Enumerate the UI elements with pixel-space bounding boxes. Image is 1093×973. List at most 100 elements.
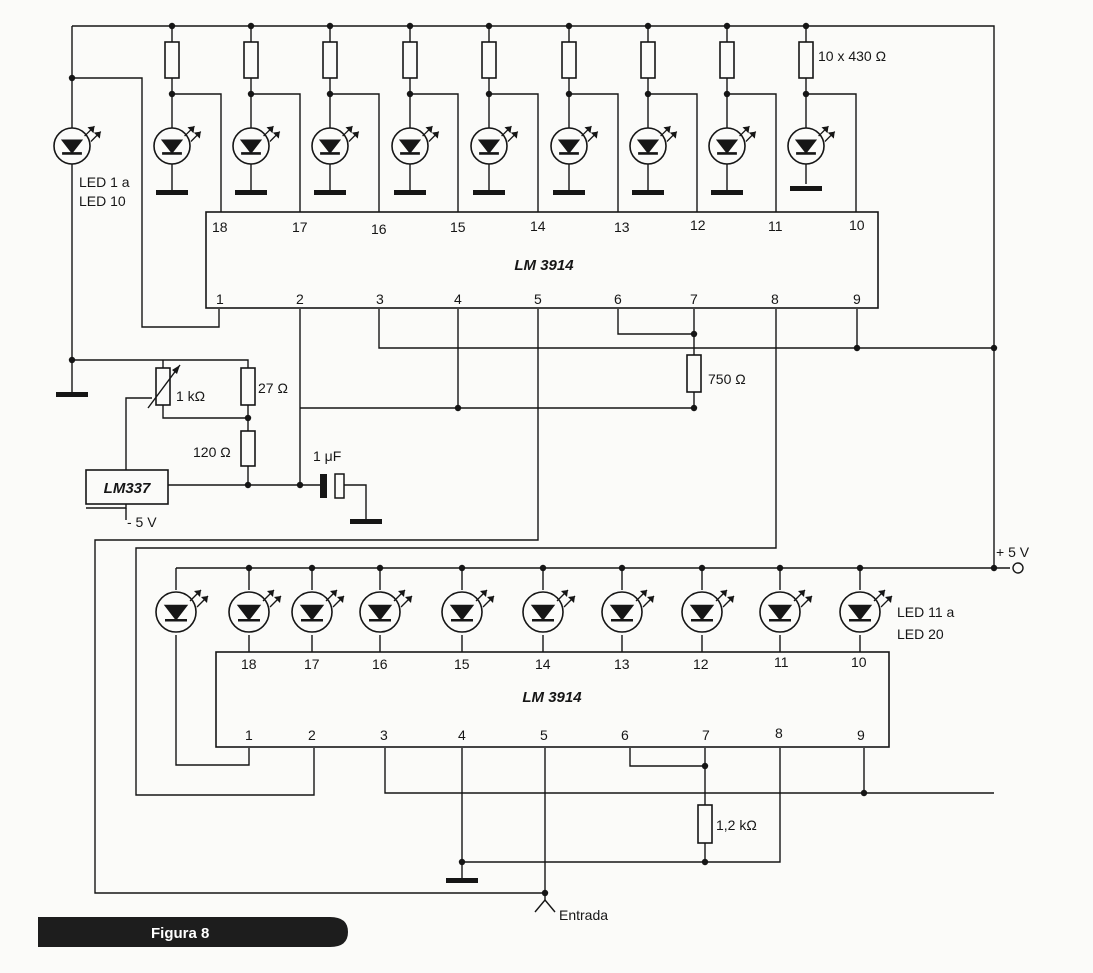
junction-dot [406,90,414,98]
supply-terminal-icon [1012,562,1024,574]
resistor-750-icon [686,354,702,393]
led-icon [311,125,360,165]
ic-top-pin-label: 17 [292,219,308,235]
ground-icon [446,878,478,883]
junction-dot [326,22,334,30]
resistor-27-icon [240,367,256,406]
junction-dot [68,74,76,82]
ground-icon [632,190,664,195]
junction-dot [308,564,316,572]
ic-bottom-pin-label: 8 [775,725,783,741]
ground-symbols [56,186,822,883]
ic-bottom-pin-label: 1 [245,727,253,743]
junction-dot [485,22,493,30]
ic-bottom-pin-label: 13 [614,656,630,672]
ic-bottom-pin-label: 10 [851,654,867,670]
ic-bottom-pin-label: 2 [308,727,316,743]
ic-bottom-pin-label: 18 [241,656,257,672]
led-icon [155,589,209,633]
ground-icon [314,190,346,195]
ic-top-pin-label: 12 [690,217,706,233]
ground-icon [350,519,382,524]
junction-dot [454,404,462,412]
junction-dot [856,564,864,572]
junction-dot [458,858,466,866]
ic-top-pin-label: 4 [454,291,462,307]
junction-dot [701,762,709,770]
led-icon [391,125,440,165]
r120-label: 120 Ω [193,444,231,460]
led-icon [153,125,202,165]
resistor-icon [561,41,577,79]
ground-icon [56,392,88,397]
figure-label: Figura 8 [151,925,209,942]
junction-dot [644,90,652,98]
ic-top-pin-label: 9 [853,291,861,307]
led-icon [232,125,281,165]
junction-dot [618,564,626,572]
resistor-icon [481,41,497,79]
ic-top-pin-label: 1 [216,291,224,307]
led-group-bottom [155,589,893,633]
ic-bottom-pin-label: 16 [372,656,388,672]
junction-dot [541,889,549,897]
pot-label: 1 kΩ [176,388,205,404]
junction-dot [245,564,253,572]
cap-label: 1 μF [313,448,341,464]
ic-bottom-name: LM 3914 [522,689,582,706]
ic-bottom-pin-label: 9 [857,727,865,743]
ic-bottom: LM 3914 18 17 16 15 14 13 12 11 10 1 2 3… [215,651,890,748]
led-icon [470,125,519,165]
ic-top-pin-label: 15 [450,219,466,235]
resistor-icon [719,41,735,79]
junction-dot [458,564,466,572]
ic-top-pin-label: 7 [690,291,698,307]
led-group-top-label: LED 1 a [79,174,130,190]
resistor-1k2-icon [697,804,713,844]
resistor-120-icon [240,430,256,467]
ic-bottom-pin-label: 3 [380,727,388,743]
junction-dots [68,22,998,897]
junction-dot [802,22,810,30]
ground-icon [711,190,743,195]
led-group-top [53,125,836,165]
r27-label: 27 Ω [258,380,288,396]
ic-bottom-pin-label: 17 [304,656,320,672]
ground-icon [553,190,585,195]
ground-icon [394,190,426,195]
ic-bottom-pin-label: 7 [702,727,710,743]
regulator-lm337: LM337 [85,469,169,505]
ic-top-pin-label: 10 [849,217,865,233]
ic-top-pin-label: 5 [534,291,542,307]
top-wires [71,25,995,894]
ground-icon [473,190,505,195]
junction-dot [168,90,176,98]
junction-dot [168,22,176,30]
input-label: Entrada [559,907,608,923]
led-icon [681,589,735,633]
ic-bottom-pin-label: 12 [693,656,709,672]
ground-icon [790,186,822,191]
capacitor-icon [320,473,345,499]
resistor-icon [164,41,180,79]
led-icon [291,589,345,633]
supply-label: + 5 V [996,544,1030,560]
junction-dot [690,330,698,338]
led-group-top-label: LED 10 [79,193,126,209]
junction-dot [247,22,255,30]
junction-dot [860,789,868,797]
led-group-bottom-label: LED 20 [897,626,944,642]
r1k2-label: 1,2 kΩ [716,817,757,833]
junction-dot [296,481,304,489]
ground-icon [156,190,188,195]
led-icon [601,589,655,633]
led-icon [759,589,813,633]
junction-dot [68,356,76,364]
ic-bottom-pin-label: 6 [621,727,629,743]
r750-label: 750 Ω [708,371,746,387]
junction-dot [539,564,547,572]
led-group-bottom-label: LED 11 a [897,604,955,620]
led-icon [708,125,757,165]
ic-top: LM 3914 18 17 16 15 14 13 12 11 10 1 2 3… [205,211,879,309]
regulator-name: LM337 [104,480,151,497]
